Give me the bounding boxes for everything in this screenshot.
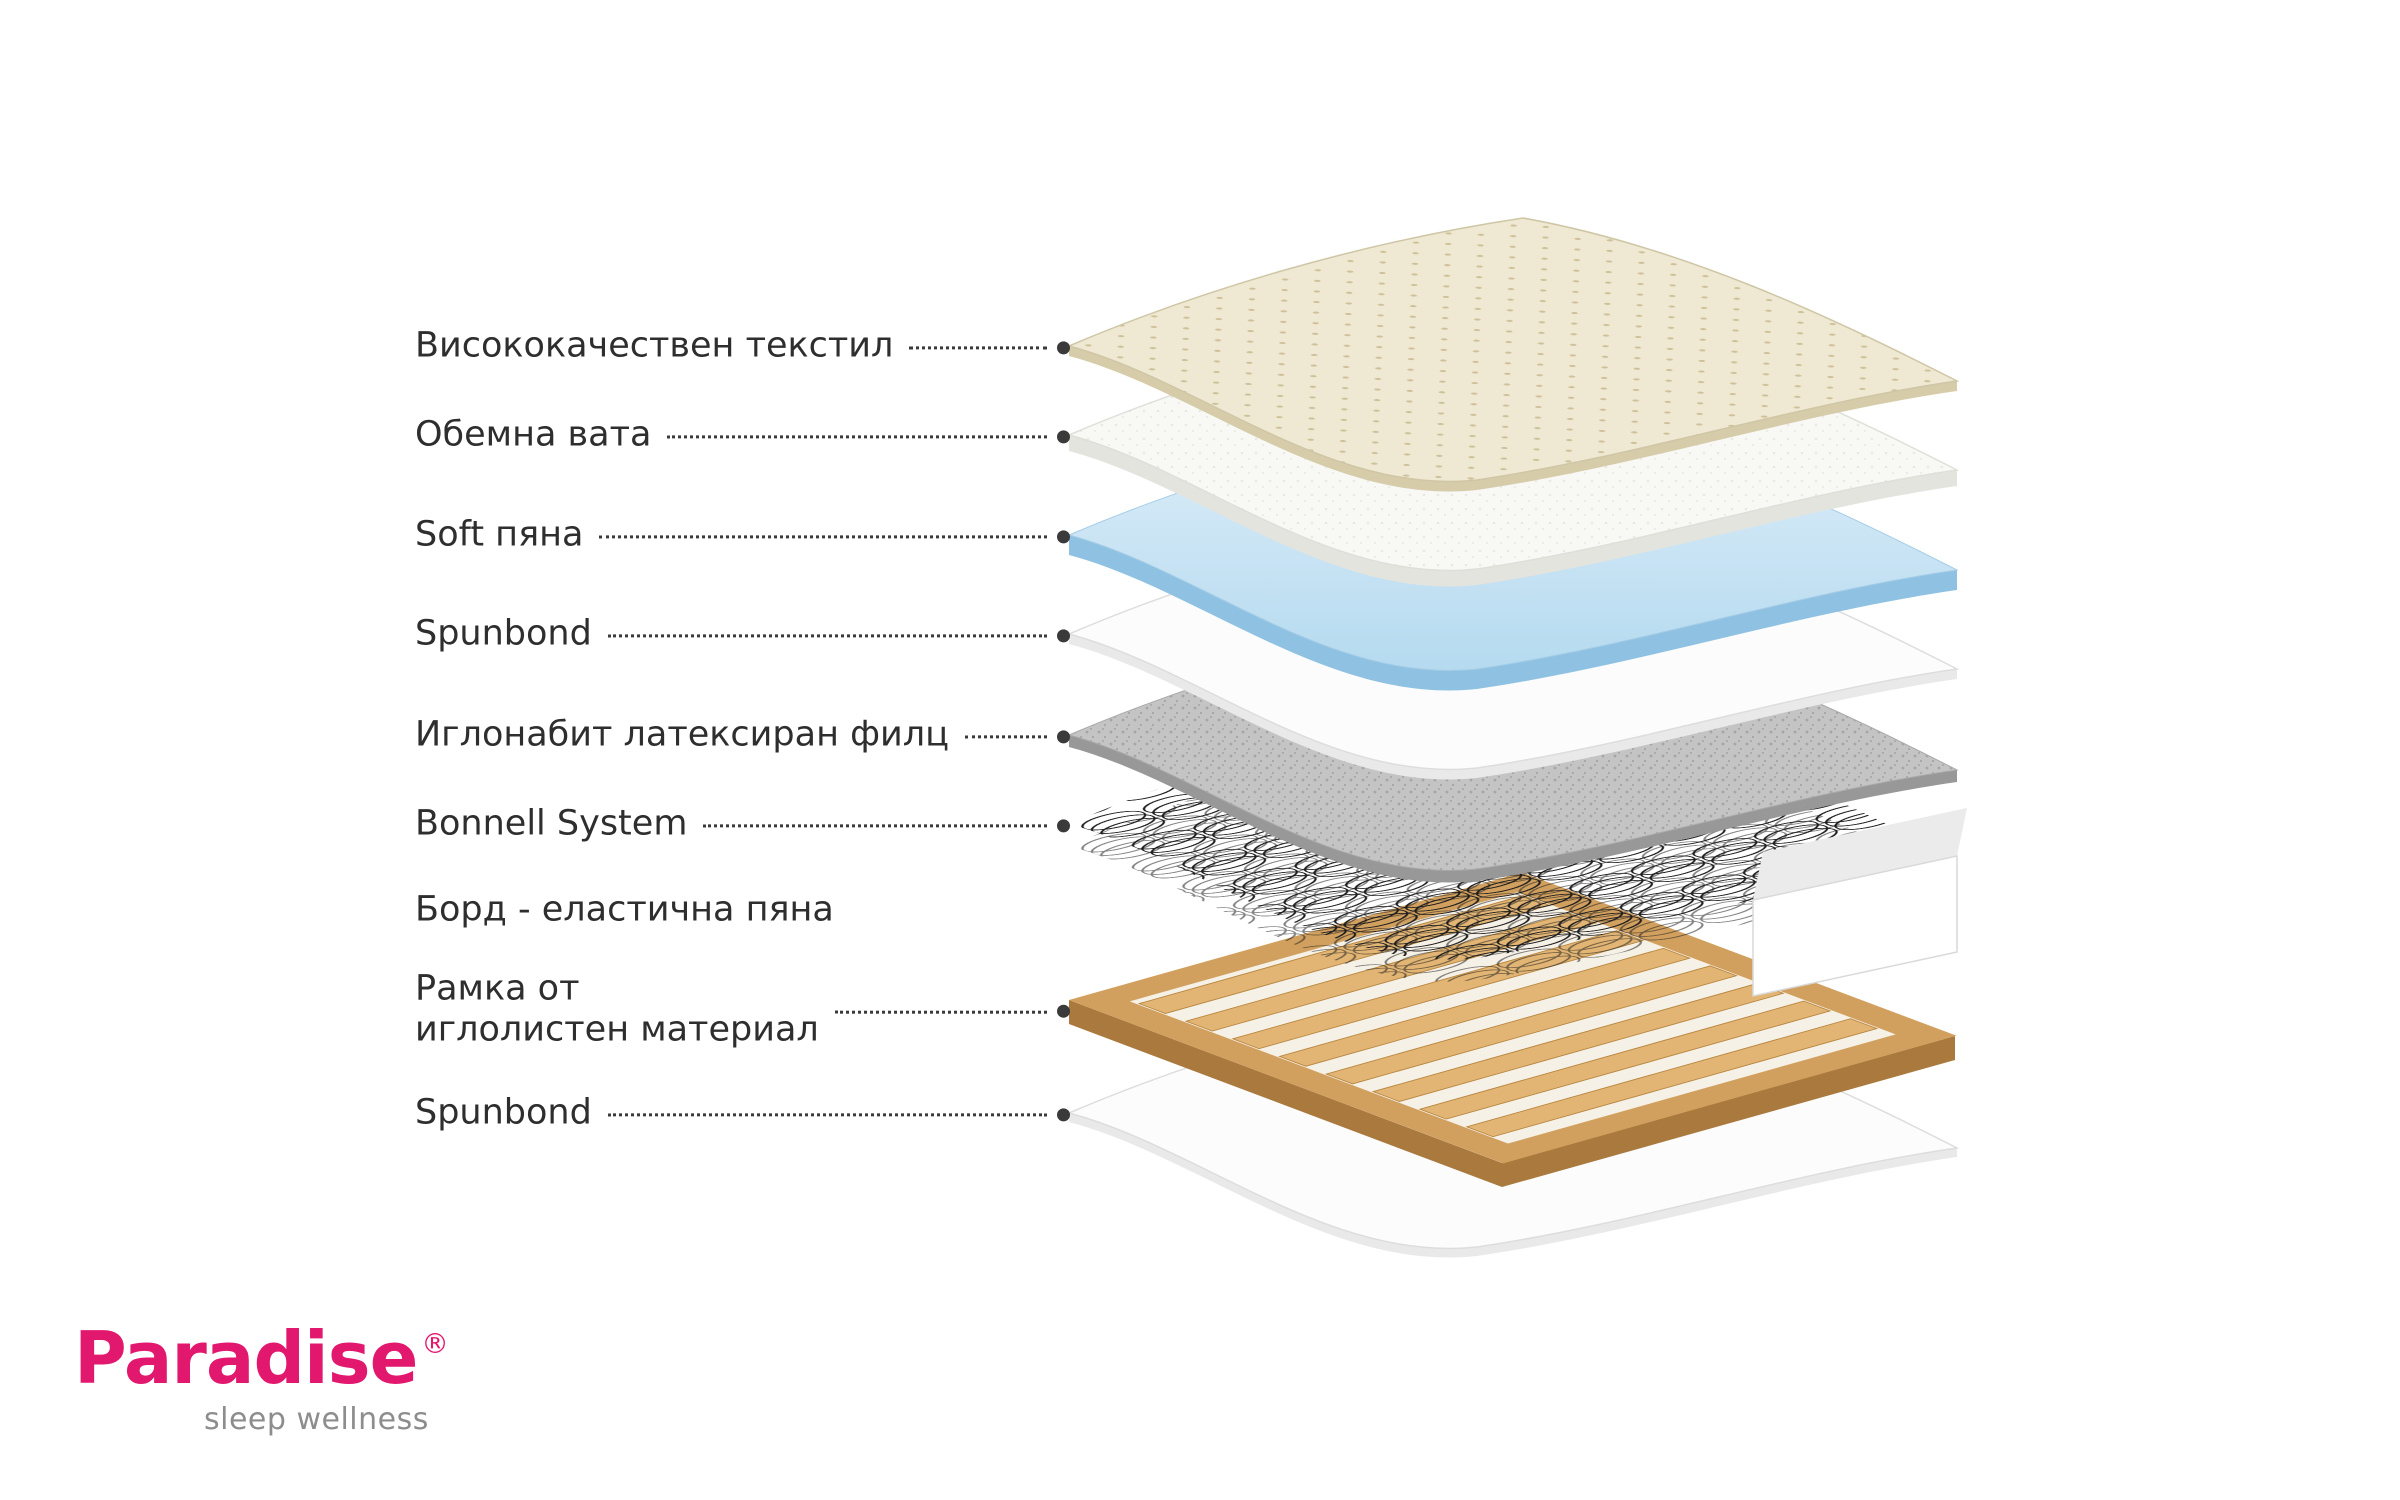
layer-board-graphic: [1752, 808, 1967, 997]
brand-name: Paradise®: [74, 1322, 449, 1394]
leader-dot: [1057, 340, 1070, 354]
label-row-spunbond-top: Spunbond: [415, 613, 1070, 654]
label-row-wadding: Обемна вата: [415, 414, 1070, 455]
label-row-textile: Висококачествен текстил: [415, 325, 1070, 366]
layer-label: Spunbond: [415, 613, 592, 654]
layer-label: Обемна вата: [415, 414, 652, 455]
label-row-bonnell-system: Bonnell System: [415, 803, 1070, 844]
label-row-board: Борд - еластична пяна: [415, 889, 1070, 930]
leader-dot: [1057, 1107, 1070, 1121]
label-row-spunbond-bottom: Spunbond: [415, 1092, 1070, 1133]
brand-wordmark: Paradise: [74, 1316, 418, 1400]
leader-line: [834, 1010, 1047, 1014]
layer-label: Soft пяна: [415, 514, 584, 555]
leader-line: [703, 824, 1047, 828]
leader-dot: [1057, 429, 1070, 443]
registered-trademark-symbol: ®: [421, 1329, 448, 1360]
layer-label: Spunbond: [415, 1092, 592, 1133]
leader-dot: [1057, 1005, 1070, 1018]
layer-label: Bonnell System: [415, 803, 688, 844]
leader-line: [909, 346, 1047, 350]
layer-label: Рамка от иглолистен материал: [415, 968, 819, 1050]
leader-line: [599, 535, 1047, 539]
leader-dot: [1057, 729, 1070, 743]
leader-line: [667, 435, 1047, 439]
leader-dot: [1057, 529, 1070, 543]
label-row-felt: Иглонабит латексиран филц: [415, 714, 1070, 755]
leader-line: [607, 1113, 1047, 1117]
leader-line: [607, 634, 1047, 638]
label-row-frame: Рамка от иглолистен материал: [415, 969, 1070, 1052]
layer-label: Иглонабит латексиран филц: [415, 714, 949, 755]
brand-logo: Paradise® sleep wellness: [74, 1322, 449, 1437]
layer-label: Висококачествен текстил: [415, 325, 894, 366]
layer-textile-graphic: [1066, 217, 1960, 492]
label-row-soft-foam: Soft пяна: [415, 514, 1070, 555]
mattress-illustration: [1066, 217, 1967, 1258]
leader-line: [964, 735, 1047, 739]
brand-tagline: sleep wellness: [204, 1402, 429, 1437]
leader-dot: [1057, 818, 1070, 832]
leader-dot: [1057, 628, 1070, 642]
layer-label: Борд - еластична пяна: [415, 889, 834, 930]
